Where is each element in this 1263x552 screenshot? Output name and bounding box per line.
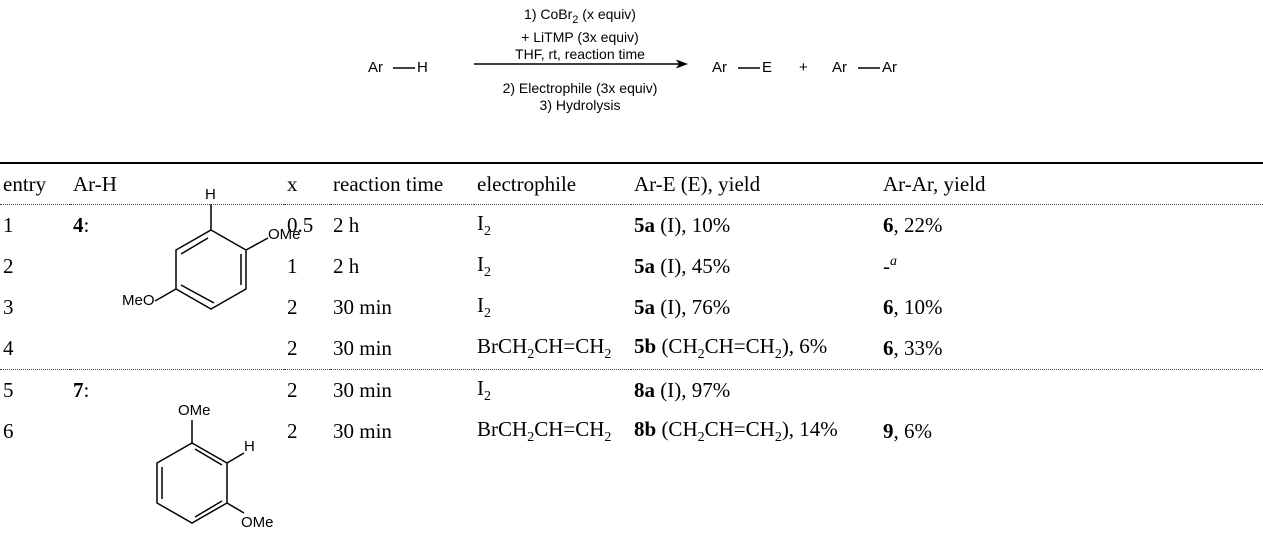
cell-time: 2 h bbox=[333, 254, 360, 278]
product2-bond bbox=[858, 67, 880, 69]
product2-ar2: Ar bbox=[882, 59, 897, 76]
cell-entry: 3 bbox=[3, 295, 14, 319]
cell-product-are: 5a (I), 45% bbox=[634, 254, 731, 278]
plus-sign: + bbox=[799, 59, 808, 76]
cell-entry: 1 bbox=[3, 213, 14, 237]
product1-bond bbox=[738, 67, 760, 69]
conditions-top: 1) CoBr2 (x equiv) + LiTMP (3x equiv) TH… bbox=[475, 6, 685, 63]
product1-e: E bbox=[762, 59, 773, 76]
cell-product-are: 8b (CH2CH=CH2), 14% bbox=[634, 416, 838, 446]
reactant-h: H bbox=[417, 59, 428, 76]
cell-time: 30 min bbox=[330, 328, 474, 370]
table-row: 2 1 2 h I2 5a (I), 45% -a bbox=[0, 246, 1263, 287]
cell-product-arar: 6, 33% bbox=[880, 328, 1263, 370]
condition-litmp: + LiTMP (3x equiv) bbox=[521, 28, 639, 45]
molecule-7-structure bbox=[156, 420, 245, 524]
table-row: 6 2 30 min BrCH2CH=CH2 8b (CH2CH=CH2), 1… bbox=[0, 411, 1263, 452]
cell-product-arar: 6, 22% bbox=[883, 213, 943, 237]
condition-cobr2: 1) CoBr2 (x equiv) bbox=[524, 6, 636, 26]
table-row: 1 4: 0.5 2 h I2 5a (I), 10% 6, 22% bbox=[0, 205, 1263, 247]
cell-electrophile: BrCH2CH=CH2 bbox=[474, 328, 631, 370]
header-reaction-time: reaction time bbox=[330, 162, 474, 205]
cell-product-arar: 9, 6% bbox=[883, 419, 932, 443]
cell-x: 2 bbox=[284, 328, 330, 370]
cell-entry: 4 bbox=[0, 328, 70, 370]
cell-compound-7: 7: bbox=[73, 378, 90, 402]
table-header-row: entry Ar-H x reaction time electrophile … bbox=[0, 162, 1263, 205]
cell-product-arar: -a bbox=[883, 254, 897, 278]
footnote-a: a bbox=[890, 254, 897, 269]
cell-compound-4: 4: bbox=[73, 213, 90, 237]
reactant-bond bbox=[393, 67, 415, 69]
cell-electrophile: I2 bbox=[477, 292, 491, 322]
cell-time: 30 min bbox=[333, 378, 392, 402]
header-are-yield: Ar-E (E), yield bbox=[631, 162, 880, 205]
mol4-ome-label: OMe bbox=[268, 226, 301, 243]
condition-hydrolysis: 3) Hydrolysis bbox=[539, 97, 621, 113]
header-entry: entry bbox=[0, 162, 70, 205]
cell-electrophile: I2 bbox=[477, 375, 491, 405]
reactant-ar: Ar bbox=[368, 59, 383, 76]
mol7-ome-bottom-label: OMe bbox=[241, 514, 274, 531]
cell-electrophile: I2 bbox=[477, 210, 491, 240]
cell-product-arar: 6, 10% bbox=[883, 295, 943, 319]
cell-entry: 5 bbox=[3, 378, 14, 402]
mol7-h-label: H bbox=[244, 438, 255, 455]
condition-thf: THF, rt, reaction time bbox=[515, 45, 645, 62]
cell-entry: 6 bbox=[3, 419, 14, 443]
cell-product-are: 5a (I), 76% bbox=[634, 295, 731, 319]
table-row: 5 7: 2 30 min I2 8a (I), 97% bbox=[0, 370, 1263, 412]
header-arh: Ar-H bbox=[70, 162, 284, 205]
cell-electrophile: I2 bbox=[477, 251, 491, 281]
mol7-ome-top-label: OMe bbox=[178, 402, 211, 419]
cell-x: 2 bbox=[287, 295, 298, 319]
cell-time: 2 h bbox=[333, 213, 360, 237]
cell-x: 1 bbox=[287, 254, 298, 278]
results-table: entry Ar-H x reaction time electrophile … bbox=[0, 162, 1263, 452]
header-x: x bbox=[284, 162, 330, 205]
header-arar-yield: Ar-Ar, yield bbox=[880, 162, 1263, 205]
product1-ar: Ar bbox=[712, 59, 727, 76]
cell-entry: 2 bbox=[3, 254, 14, 278]
cell-x: 0.5 bbox=[287, 213, 314, 237]
compound-label-4: 4 bbox=[73, 213, 84, 237]
condition-electrophile: 2) Electrophile (3x equiv) bbox=[502, 80, 658, 96]
cell-time: 30 min bbox=[333, 295, 392, 319]
product2-ar1: Ar bbox=[832, 59, 847, 76]
cell-electrophile: BrCH2CH=CH2 bbox=[477, 416, 612, 446]
mol4-meo-label: MeO bbox=[122, 292, 155, 309]
reaction-arrow bbox=[474, 59, 688, 69]
cell-x: 2 bbox=[287, 419, 298, 443]
cell-product-are: 8a (I), 97% bbox=[634, 378, 731, 402]
cell-product-are: 5b (CH2CH=CH2), 6% bbox=[631, 328, 880, 370]
compound-label-7: 7 bbox=[73, 378, 84, 402]
cell-product-are: 5a (I), 10% bbox=[634, 213, 731, 237]
header-electrophile: electrophile bbox=[474, 162, 631, 205]
cell-x: 2 bbox=[287, 378, 298, 402]
table-row: 4 2 30 min BrCH2CH=CH2 5b (CH2CH=CH2), 6… bbox=[0, 328, 1263, 370]
mol4-h-label: H bbox=[205, 186, 216, 203]
molecule-4-structure bbox=[154, 204, 269, 310]
reaction-scheme: Ar H 1) CoBr2 (x equiv) + LiTMP (3x equi… bbox=[0, 0, 1263, 160]
cell-time: 30 min bbox=[333, 419, 392, 443]
table-row: 3 2 30 min I2 5a (I), 76% 6, 10% bbox=[0, 287, 1263, 328]
conditions-bottom: 2) Electrophile (3x equiv) 3) Hydrolysis bbox=[475, 80, 685, 114]
